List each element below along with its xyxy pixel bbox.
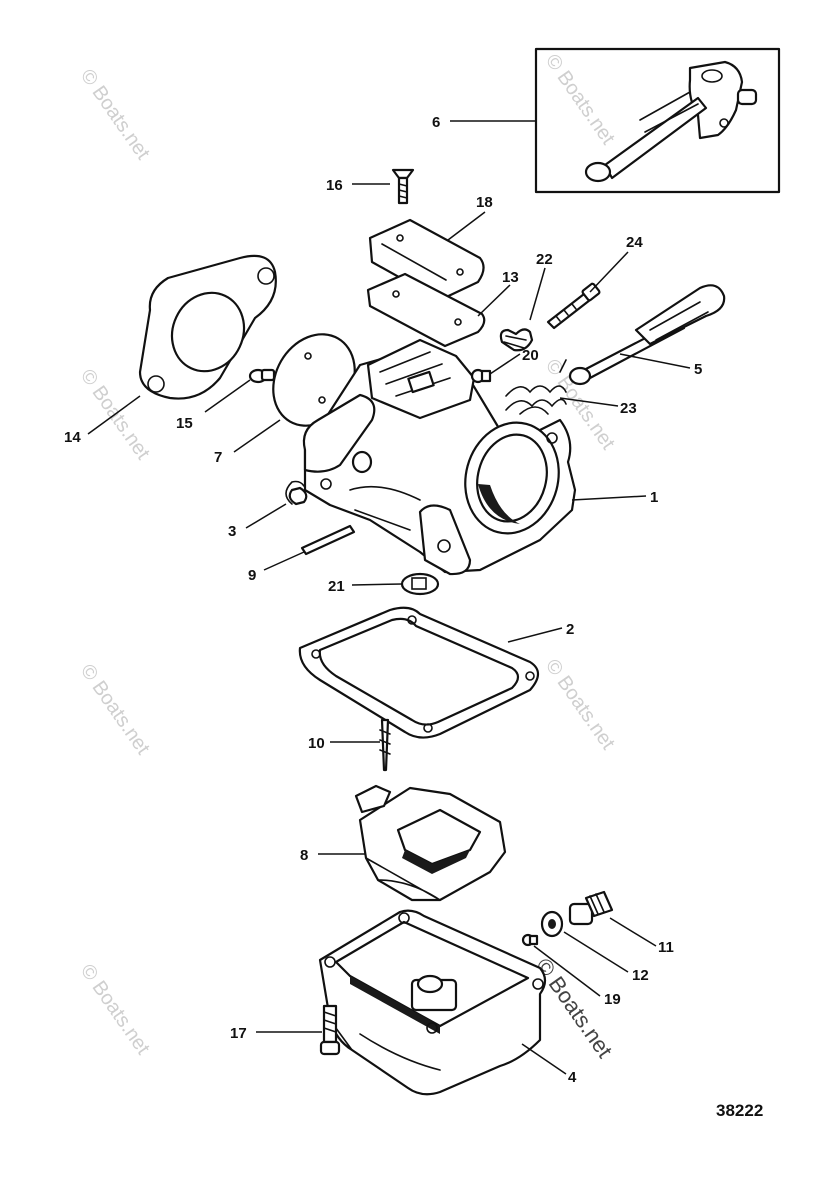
part-22-spring bbox=[499, 328, 534, 352]
watermarks: © Boats.net © Boats.net © Boats.net © Bo… bbox=[76, 50, 619, 1062]
callout-2: 2 bbox=[566, 621, 574, 638]
callout-3: 3 bbox=[228, 523, 236, 540]
callout-14: 14 bbox=[64, 429, 81, 446]
callout-18: 18 bbox=[476, 194, 493, 211]
part-12-washer bbox=[540, 910, 564, 938]
part-5-throttle-shaft bbox=[568, 284, 726, 386]
callout-16: 16 bbox=[326, 177, 343, 194]
callout-24: 24 bbox=[626, 234, 643, 251]
watermark-6: © Boats.net bbox=[541, 655, 619, 754]
leader-lines bbox=[87, 120, 691, 1075]
callout-20: 20 bbox=[522, 347, 539, 364]
callout-labels: 6 16 18 24 22 13 20 5 15 23 14 7 1 3 9 2… bbox=[64, 114, 702, 1086]
watermark-1: © Boats.net bbox=[76, 65, 154, 164]
callout-22: 22 bbox=[536, 251, 553, 268]
callout-11: 11 bbox=[658, 939, 674, 956]
part-8-float bbox=[354, 784, 507, 902]
part-10-inlet-needle bbox=[379, 718, 391, 772]
callout-7: 7 bbox=[214, 449, 222, 466]
callout-5: 5 bbox=[694, 361, 702, 378]
part-11-drain-plug bbox=[568, 890, 614, 926]
callout-21: 21 bbox=[328, 578, 345, 595]
callout-9: 9 bbox=[248, 567, 256, 584]
part-1-carburetor-body bbox=[302, 338, 577, 576]
callout-13: 13 bbox=[502, 269, 519, 286]
part-21-small-gasket bbox=[400, 572, 440, 596]
callout-15: 15 bbox=[176, 415, 193, 432]
part-18-cover-plate bbox=[368, 218, 485, 302]
part-13-plate-gasket bbox=[366, 272, 486, 348]
callout-4: 4 bbox=[568, 1069, 577, 1086]
part-4-float-bowl bbox=[318, 909, 547, 1096]
part-16-screw bbox=[391, 168, 415, 205]
watermark-2: © Boats.net bbox=[541, 50, 619, 149]
part-2-bowl-gasket bbox=[298, 606, 540, 739]
part-20-screw bbox=[470, 368, 492, 384]
callout-19: 19 bbox=[604, 991, 621, 1008]
callout-1: 1 bbox=[650, 489, 658, 506]
callout-17: 17 bbox=[230, 1025, 247, 1042]
part-9-float-pin bbox=[300, 524, 356, 556]
watermark-5: © Boats.net bbox=[76, 660, 154, 759]
callout-23: 23 bbox=[620, 400, 637, 417]
part-3-e-clip bbox=[285, 480, 308, 506]
callout-8: 8 bbox=[300, 847, 308, 864]
part-14-flange-gasket bbox=[138, 254, 277, 400]
diagram-number: 38222 bbox=[716, 1101, 763, 1120]
part-15-screw bbox=[248, 368, 276, 384]
part-19-screw bbox=[521, 933, 539, 947]
part-17-screw bbox=[319, 1004, 341, 1056]
watermark-7: © Boats.net bbox=[76, 960, 154, 1059]
callout-10: 10 bbox=[308, 735, 325, 752]
callout-12: 12 bbox=[632, 967, 649, 984]
callout-6: 6 bbox=[432, 114, 440, 131]
part-23-spring bbox=[505, 359, 567, 415]
part-24-adjusting-screw bbox=[546, 282, 601, 330]
part-6-throttle-lever-inset bbox=[534, 47, 781, 194]
